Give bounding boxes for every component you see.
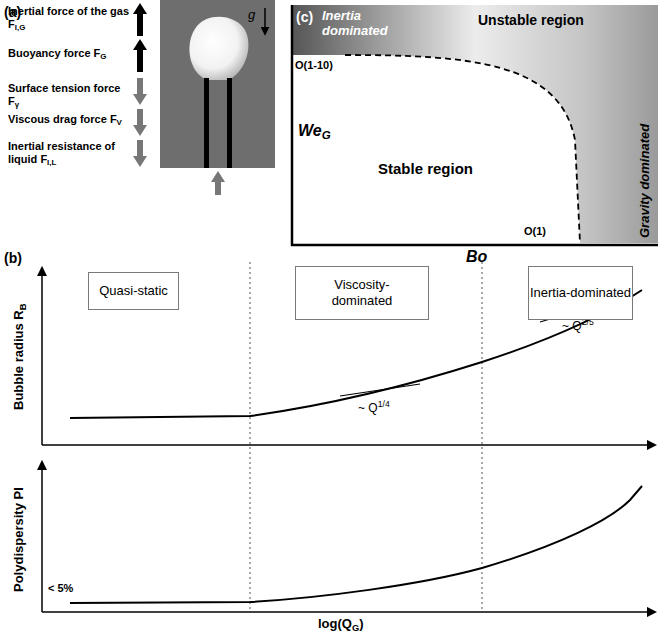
label-text: Buoyancy force F (8, 47, 100, 59)
label-group: g (248, 8, 255, 23)
label-text: Viscous drag force F (8, 113, 117, 125)
label-text: O(1) (524, 225, 546, 237)
label-text: Surface tension force F (8, 82, 120, 107)
label-group: ~ Q1/4 (358, 400, 390, 416)
label-group: O(1-10) (295, 59, 333, 72)
regime-box: Viscosity-dominated (295, 266, 429, 320)
label-group: log(QG) (318, 617, 364, 634)
subscript-text: γ (15, 100, 19, 109)
label-group: Buoyancy force FG (8, 47, 130, 61)
label-text: (b) (4, 250, 22, 266)
subscript-text: G (352, 623, 359, 633)
force-arrows (133, 3, 147, 167)
label-text: Unstable region (478, 12, 584, 28)
label-text: ~ Q (562, 319, 582, 333)
gravity-arrow (264, 8, 266, 34)
stable-region (292, 55, 580, 243)
label-group: Viscous drag force FV (8, 113, 130, 127)
label-text: log(Q (318, 616, 352, 631)
label-group: Bubble radius RB (12, 304, 29, 410)
label-text: Stable region (378, 160, 473, 177)
label-group: Stable region (378, 160, 473, 177)
label-group: ~ Q2/5 (562, 318, 594, 334)
label-text: Bubble radius R (11, 310, 26, 410)
label-text: (c) (296, 9, 313, 25)
stability-boundary (345, 55, 580, 243)
label-group: Inertia dominated (322, 9, 402, 39)
regime-axes (292, 5, 658, 245)
gas-inflow-arrowhead (211, 171, 225, 182)
regime-name: Quasi-static (99, 283, 168, 299)
subscript-text: V (117, 118, 122, 127)
label-group: Gravity dominated (638, 124, 653, 238)
label-text: O(1-10) (295, 59, 333, 71)
regime-name: Viscosity-dominated (306, 277, 418, 308)
label-group: Surface tension force Fγ (8, 82, 130, 109)
regime-divider (250, 262, 482, 610)
label-text: g (248, 7, 255, 22)
label-text: < 5% (48, 582, 73, 594)
regime-box: Inertia-dominated (528, 266, 633, 320)
label-text: Inertial force of the gas F (8, 5, 129, 30)
label-text: Bo (466, 248, 487, 265)
label-text: Gravity dominated (637, 124, 652, 238)
liquid-domain (160, 0, 275, 168)
label-text: We (298, 122, 322, 139)
slope-guide (340, 384, 420, 396)
unstable-region (292, 5, 658, 243)
subscript-text: 1/4 (378, 399, 390, 409)
label-group: O(1) (524, 225, 546, 238)
subscript-text: I,L (47, 158, 56, 167)
label-text: Inertial resistance of liquid F (8, 140, 115, 165)
subscript-text: I,G (15, 23, 26, 32)
label-text: ~ Q (358, 401, 378, 415)
polydispersity-curve (70, 486, 642, 603)
label-text: ) (359, 616, 363, 631)
label-group: (c) (296, 9, 313, 25)
regime-name: Inertia-dominated (530, 285, 631, 301)
label-group: Polydispersity PI (12, 487, 27, 592)
regime-box: Quasi-static (88, 272, 179, 310)
label-group: Inertial force of the gas FI,G (8, 5, 130, 32)
label-group: (b) (4, 250, 22, 266)
label-text: Inertia dominated (322, 8, 388, 38)
label-group: Unstable region (478, 12, 584, 28)
label-group: Inertial resistance of liquid FI,L (8, 140, 130, 167)
gas-inflow-arrow (215, 180, 221, 195)
bubble (189, 17, 248, 80)
needle-wall (204, 78, 209, 168)
needle-wall (227, 78, 232, 168)
label-group: Bo (466, 248, 487, 266)
subscript-text: G (100, 52, 106, 61)
subscript-text: B (18, 304, 28, 311)
label-text: Polydispersity PI (11, 487, 26, 592)
subscript-text: G (322, 129, 331, 141)
label-group: WeG (298, 122, 331, 143)
label-group: < 5% (48, 582, 73, 595)
